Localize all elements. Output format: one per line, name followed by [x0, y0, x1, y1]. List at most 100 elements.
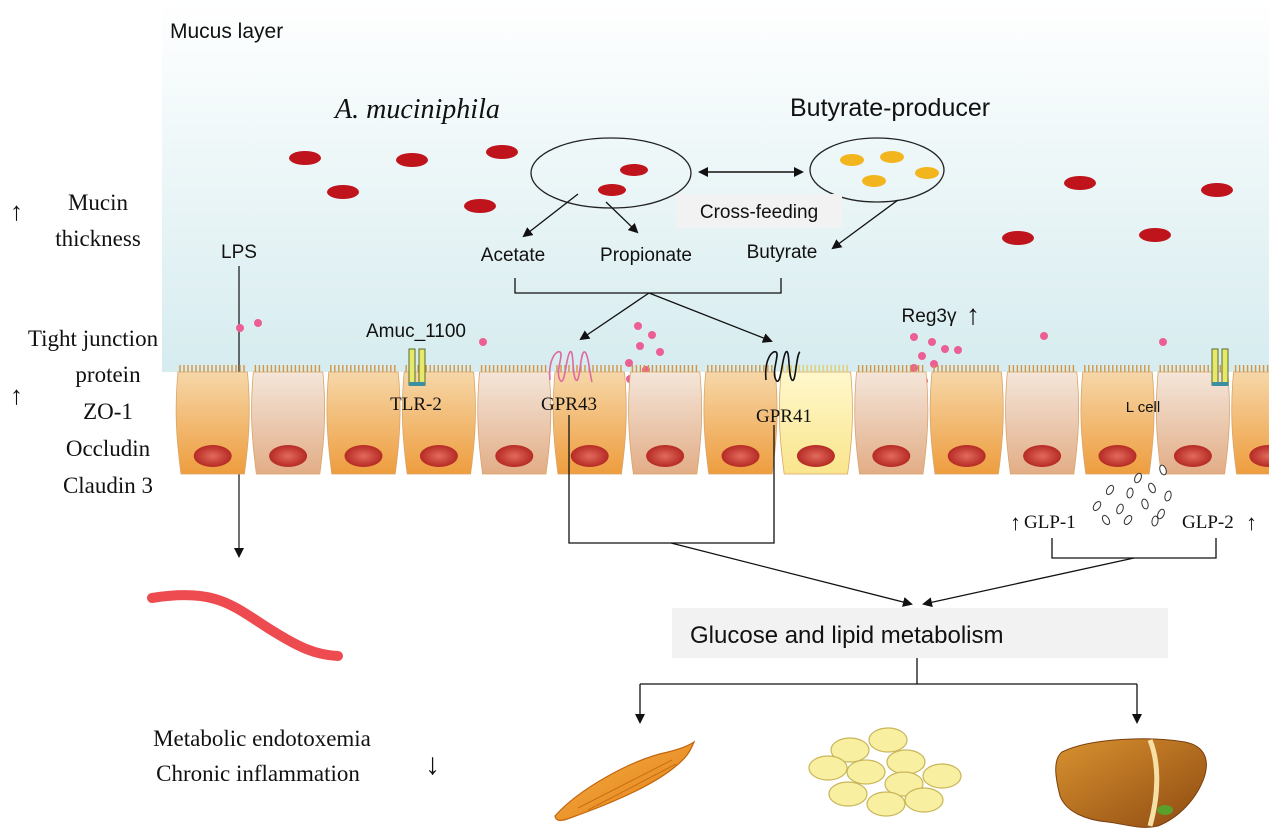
peptide-icon	[954, 346, 962, 354]
epithelial-cell	[929, 371, 1004, 475]
acetate-arrow	[522, 193, 579, 238]
liver-icon	[1055, 738, 1207, 828]
tlr2-receptor-icon	[1211, 348, 1229, 386]
mucin-label-line2: thickness	[55, 226, 141, 251]
propionate-arrow	[605, 201, 639, 234]
butyrate-bacterium-icon	[880, 151, 904, 163]
peptide-icon	[930, 360, 938, 368]
bacterium-icon	[1064, 176, 1096, 190]
tlr2-label: TLR-2	[390, 394, 442, 415]
epithelium	[175, 365, 1269, 475]
bacterium-icon	[464, 199, 496, 213]
microvilli	[1084, 365, 1150, 372]
microvilli	[179, 365, 245, 372]
cell-nucleus	[872, 445, 911, 467]
peptide-icon	[254, 319, 262, 327]
butyrate-bacterium-icon	[915, 167, 939, 179]
cell-nucleus	[1098, 445, 1137, 467]
peptide-icon	[910, 333, 918, 341]
glp-to-metabolism-arrow	[922, 557, 1135, 608]
gpr43-receptor-icon	[548, 351, 593, 383]
cell-nucleus	[344, 445, 383, 467]
akk-label: A. muciniphila	[333, 94, 500, 125]
glp1-up-arrow-icon: ↑	[1010, 510, 1021, 535]
tight-junction-line5: Claudin 3	[63, 473, 153, 498]
epithelial-cell	[552, 371, 627, 475]
epithelial-cell	[1080, 371, 1155, 475]
endotoxemia-line2: Chronic inflammation	[156, 761, 360, 786]
epithelial-cell	[326, 371, 401, 475]
cell-nucleus	[570, 445, 609, 467]
cell-nucleus	[419, 445, 458, 467]
epithelial-cell	[854, 371, 929, 475]
mucin-label-line1: Mucin	[68, 190, 129, 215]
tight-junction-line2: protein	[75, 362, 141, 387]
peptide-icon	[928, 338, 936, 346]
cross-feeding-box	[676, 194, 842, 228]
mucin-up-arrow-icon: ↑	[10, 197, 23, 226]
metabolism-label: Glucose and lipid metabolism	[690, 622, 1004, 649]
butyrate-producer-circle	[809, 137, 945, 203]
epithelial-cell	[628, 371, 703, 475]
microvilli	[631, 365, 698, 372]
bacterium-icon	[486, 145, 518, 159]
peptide-icon	[634, 322, 642, 330]
mucus-layer-label: Mucus layer	[170, 20, 283, 43]
bacterium-icon	[396, 153, 428, 167]
bacterium-icon	[620, 164, 648, 176]
butyrate-bacterium-icon	[840, 154, 864, 166]
cell-nucleus	[947, 445, 986, 467]
microvilli	[1234, 365, 1269, 372]
peptide-icon	[636, 342, 644, 350]
propionate-label: Propionate	[600, 245, 692, 266]
glp2-up-arrow-icon: ↑	[1246, 510, 1257, 535]
cell-nucleus	[1173, 445, 1212, 467]
cell-nucleus	[646, 445, 685, 467]
cell-nucleus	[269, 445, 308, 467]
bacterium-icon	[289, 151, 321, 165]
peptide-icon	[918, 352, 926, 360]
cell-nucleus	[1249, 445, 1269, 467]
akk-circle	[530, 137, 692, 209]
gpr41-receptor-icon	[764, 351, 801, 383]
enteroendocrine-cell	[778, 371, 853, 475]
bacterium-icon	[1201, 183, 1233, 197]
bacterium-icon	[598, 184, 626, 196]
amuc-label: Amuc_1100	[366, 321, 466, 342]
cell-nucleus	[1023, 445, 1062, 467]
reg3-label: Reg3γ	[902, 306, 957, 327]
epithelial-cell	[477, 371, 552, 475]
microvilli	[254, 365, 321, 372]
akk-bacteria-group	[289, 145, 1233, 245]
peptide-icon	[656, 348, 664, 356]
peptide-icon	[236, 324, 244, 332]
gpr43-arrow	[579, 292, 650, 341]
bacterium-icon	[327, 185, 359, 199]
cross-feeding-label: Cross-feeding	[700, 202, 818, 223]
tlr2-receptor-icon	[408, 348, 426, 386]
butyrate-producer-label: Butyrate-producer	[790, 94, 990, 122]
microvilli	[933, 365, 999, 372]
microvilli	[556, 365, 622, 372]
bacterium-icon	[1002, 231, 1034, 245]
bacterium-icon	[1139, 228, 1171, 242]
gpr43-label: GPR43	[541, 394, 597, 415]
reg3-up-arrow-icon: ↑	[966, 300, 980, 331]
butyrate-label: Butyrate	[747, 242, 818, 263]
epithelial-cell	[401, 371, 476, 475]
peptide-icon	[1159, 338, 1167, 346]
mucus-layer-background	[162, 0, 1269, 372]
lcell-label: L cell	[1126, 399, 1160, 416]
cell-nucleus	[721, 445, 760, 467]
endotoxemia-down-arrow-icon: ↓	[425, 748, 440, 781]
microvilli	[857, 365, 924, 372]
microvilli	[330, 365, 396, 372]
lps-label: LPS	[221, 242, 257, 263]
peptide-icon	[479, 338, 487, 346]
gpr-to-metabolism-arrow	[670, 542, 913, 607]
cell-nucleus	[796, 445, 835, 467]
endotoxemia-line1: Metabolic endotoxemia	[153, 726, 371, 751]
peptide-icon	[1040, 332, 1048, 340]
glp1-label: GLP-1	[1024, 512, 1076, 533]
